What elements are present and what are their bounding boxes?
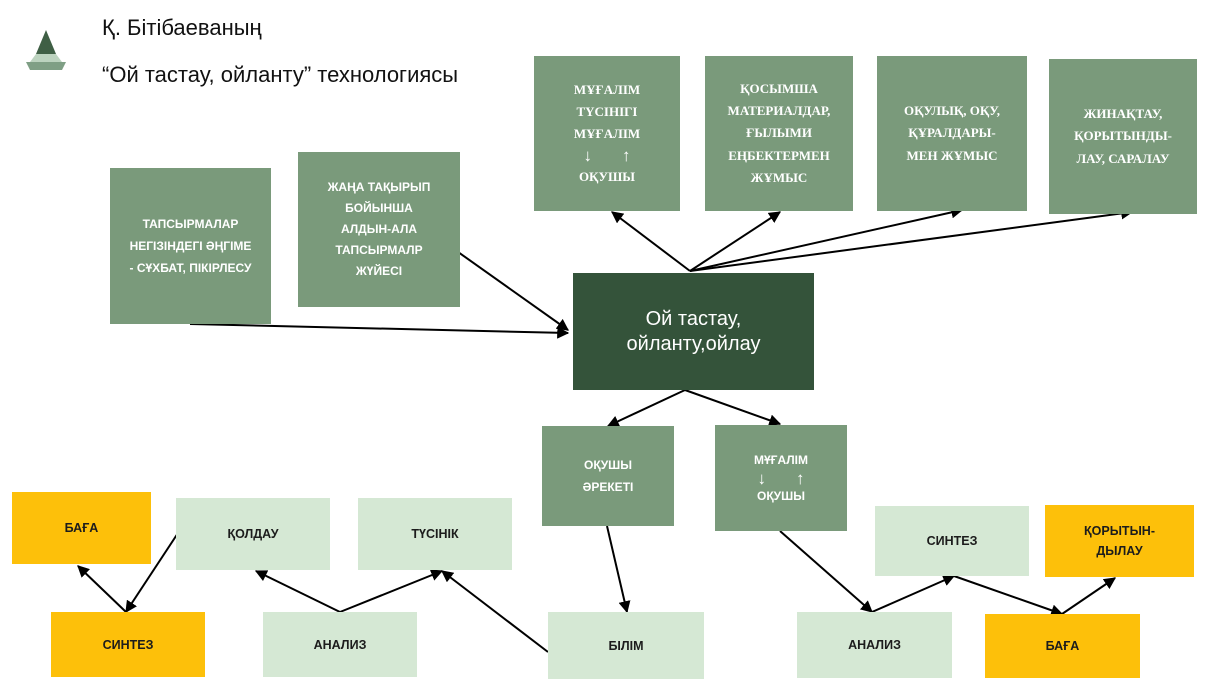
arrow-center-to-textbook — [689, 206, 964, 272]
teacher-student-box: МҰҒАЛІМ ↓↑ ОҚУШЫ — [715, 425, 847, 531]
teacher-label: МҰҒАЛІМ — [573, 81, 641, 97]
knowledge-box: БІЛІМ — [548, 612, 704, 679]
understanding-box: ТҮСІНІК — [358, 498, 512, 570]
arrow-analysis-to-understanding — [339, 569, 444, 613]
conclusion-box: ҚОРЫТЫН-ДЫЛАУ — [1045, 505, 1194, 577]
arrow-center-to-student-action — [606, 389, 686, 427]
teacher-label-mid: МҰҒАЛІМ — [753, 453, 809, 468]
arrow-knowledge-to-understanding — [441, 570, 549, 653]
logo-icon — [26, 30, 66, 70]
arrow-student-action-to-knowledge — [606, 525, 631, 614]
up-arrow-icon: ↑ — [622, 146, 631, 166]
arrow-center-to-summary — [689, 207, 1134, 272]
support-box: ҚОЛДАУ — [176, 498, 330, 570]
student-label-mid: ОҚУШЫ — [757, 488, 805, 503]
up-down-arrows-mid: ↓↑ — [754, 470, 808, 487]
author-title: Қ. Бітібаеваның — [102, 15, 262, 40]
synthesis-box-right: СИНТЕЗ — [875, 506, 1029, 576]
understanding-label: ТҮСІНІГІ — [576, 103, 638, 119]
arrow-analysis-to-synthesis — [871, 574, 956, 613]
arrow-center-to-teacher — [611, 211, 691, 272]
arrow-teacherstudent-to-analysis — [779, 530, 873, 613]
teacher-understanding-box: МҰҒАЛІМ ТҮСІНІГІ МҰҒАЛІМ ↓↑ ОҚУШЫ — [534, 56, 680, 211]
grade-box-right: БАҒА — [985, 614, 1140, 678]
student-label: ОҚУШЫ — [578, 169, 636, 185]
down-arrow-icon: ↓ — [757, 468, 766, 488]
materials-box: ҚОСЫМША МАТЕРИАЛДАР, ҒЫЛЫМИ ЕҢБЕКТЕРМЕН … — [705, 56, 853, 211]
new-topic-tasks-box: ЖАҢА ТАҚЫРЫП БОЙЫНША АЛДЫН-АЛА ТАПСЫРМАЛ… — [298, 152, 460, 307]
center-concept-box: Ой тастау, ойланту,ойлау — [573, 273, 814, 390]
up-down-arrows: ↓↑ — [574, 147, 640, 164]
arrow-analysis-to-support — [254, 570, 341, 613]
synthesis-box-left: СИНТЕЗ — [51, 612, 205, 677]
up-arrow-icon: ↑ — [795, 468, 805, 488]
down-arrow-icon: ↓ — [583, 146, 593, 166]
arrow-tasks-to-center — [189, 323, 570, 339]
textbook-box: ОҚУЛЫҚ, ОҚУ, ҚҰРАЛДАРЫ-МЕН ЖҰМЫС — [877, 56, 1027, 211]
teacher-label-2: МҰҒАЛІМ — [573, 126, 641, 141]
summary-box: ЖИНАҚТАУ, ҚОРЫТЫНДЫ-ЛАУ, САРАЛАУ — [1049, 59, 1197, 214]
tasks-conversation-box: ТАПСЫРМАЛАР НЕГІЗІНДЕГІ ӘҢГІМЕ - СҰХБАТ,… — [110, 168, 271, 324]
technology-title: “Ой тастау, ойланту” технологиясы — [102, 62, 459, 87]
analysis-box-left: АНАЛИЗ — [263, 612, 417, 677]
arrow-synthesis-to-grade — [77, 565, 127, 613]
arrow-support-to-synthesis — [125, 532, 179, 614]
arrow-center-to-teacher-student — [684, 389, 782, 427]
arrow-grade-to-conclusion — [1061, 577, 1116, 615]
student-action-box: ОҚУШЫ ӘРЕКЕТІ — [542, 426, 674, 526]
arrow-center-to-materials — [689, 211, 782, 272]
analysis-box-right: АНАЛИЗ — [797, 612, 952, 678]
arrow-synthesis-to-grade-right — [953, 575, 1064, 617]
grade-box-left: БАҒА — [12, 492, 151, 564]
